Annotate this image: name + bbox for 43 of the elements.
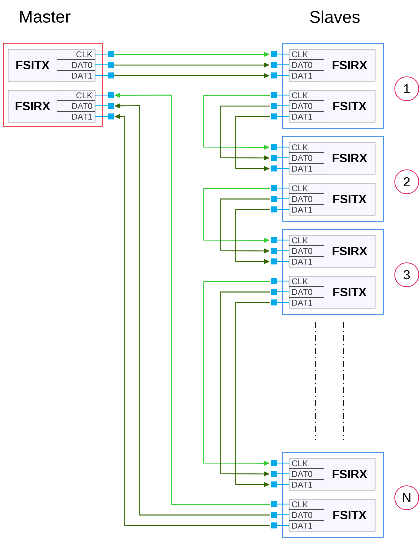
group-frame xyxy=(282,452,384,538)
signal-line xyxy=(220,292,270,477)
pin-cell: CLK xyxy=(271,276,324,288)
signal-line xyxy=(236,209,270,264)
pin-cell: DAT1 xyxy=(271,256,324,268)
pin-cell: CLK xyxy=(271,183,324,194)
group-frame xyxy=(282,136,384,222)
group-frame xyxy=(282,229,384,315)
pin-cell: CLK xyxy=(57,90,114,102)
pin-cell: DAT0 xyxy=(271,100,324,112)
pin-cell: DAT0 xyxy=(271,510,324,521)
pin-cell: DAT0 xyxy=(271,286,324,298)
pin-cell: CLK xyxy=(271,235,324,246)
pin-cell: DAT0 xyxy=(271,194,324,205)
pin-cell: DAT1 xyxy=(271,520,324,532)
pin-cell: DAT0 xyxy=(271,152,324,164)
pin-cell: DAT1 xyxy=(271,111,324,122)
pin-cell: DAT0 xyxy=(271,468,324,480)
signal-line xyxy=(236,116,270,172)
pin-cell: DAT1 xyxy=(57,111,114,122)
pin-cell: DAT1 xyxy=(57,70,114,82)
pin-cell: DAT1 xyxy=(271,297,324,308)
signal-line xyxy=(220,106,270,161)
pin-cell: CLK xyxy=(271,499,324,510)
pin-cell: DAT1 xyxy=(271,163,324,174)
pin-cell: DAT0 xyxy=(271,60,324,71)
pin-cell: DAT0 xyxy=(57,60,114,71)
pin-cell: DAT0 xyxy=(57,100,114,112)
group-frame xyxy=(3,43,103,127)
heading: Slaves xyxy=(310,10,360,24)
pin-cell: CLK xyxy=(271,142,324,154)
pin-cell: DAT1 xyxy=(271,204,324,216)
pin-cell: DAT0 xyxy=(271,246,324,257)
pin-cell: CLK xyxy=(271,458,324,470)
group-frame xyxy=(282,43,384,129)
pin-cell: DAT1 xyxy=(271,479,324,490)
pin-cell: CLK xyxy=(271,49,324,60)
pin-cell: CLK xyxy=(271,90,324,102)
signal-line xyxy=(236,302,270,488)
signal-line xyxy=(220,198,270,254)
pin-cell: DAT1 xyxy=(271,70,324,82)
pin-cell: CLK xyxy=(57,49,114,60)
heading: Master xyxy=(20,11,71,23)
